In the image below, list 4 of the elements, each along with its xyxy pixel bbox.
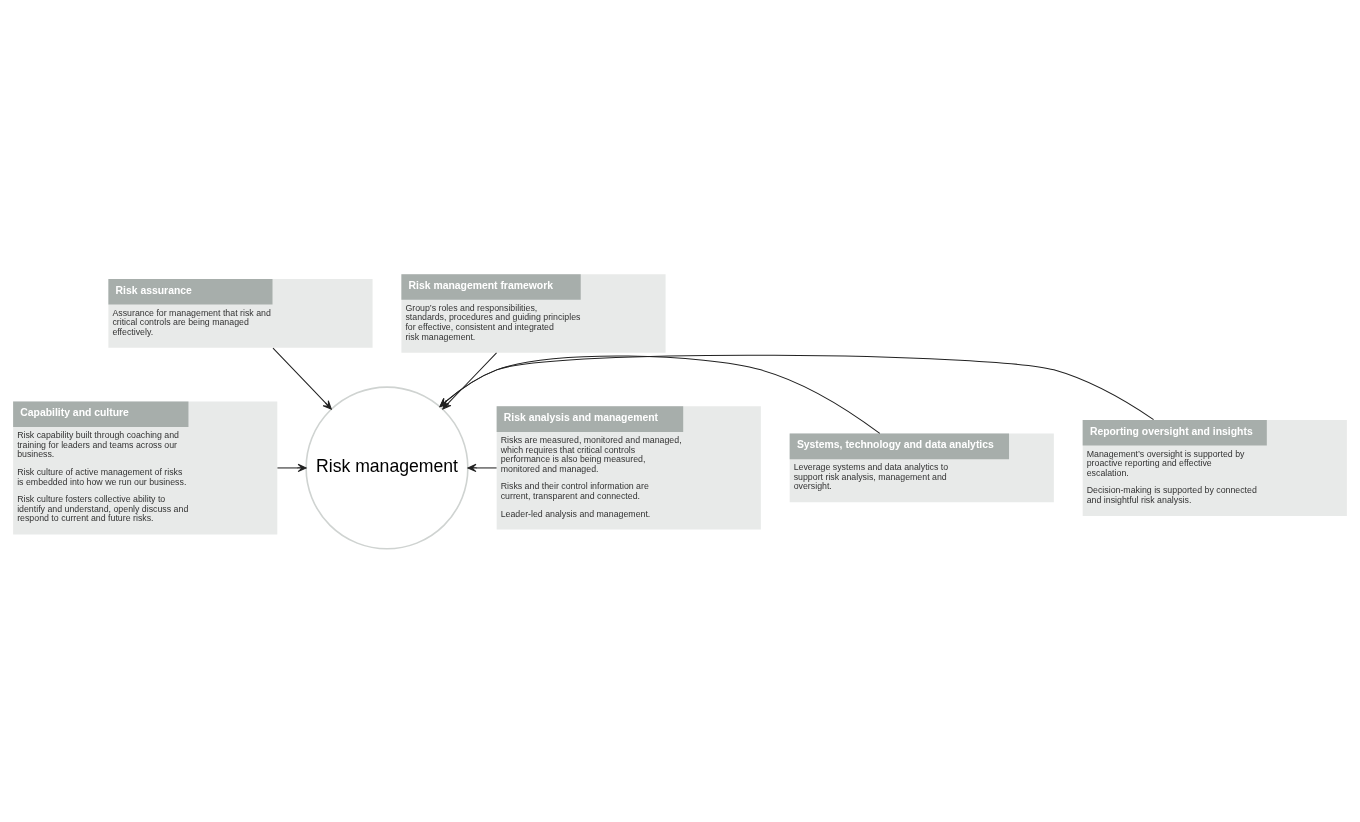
arrow (467, 463, 498, 472)
node-circle: Risk management (305, 385, 469, 550)
arrow (276, 463, 307, 472)
arrow (272, 347, 332, 409)
